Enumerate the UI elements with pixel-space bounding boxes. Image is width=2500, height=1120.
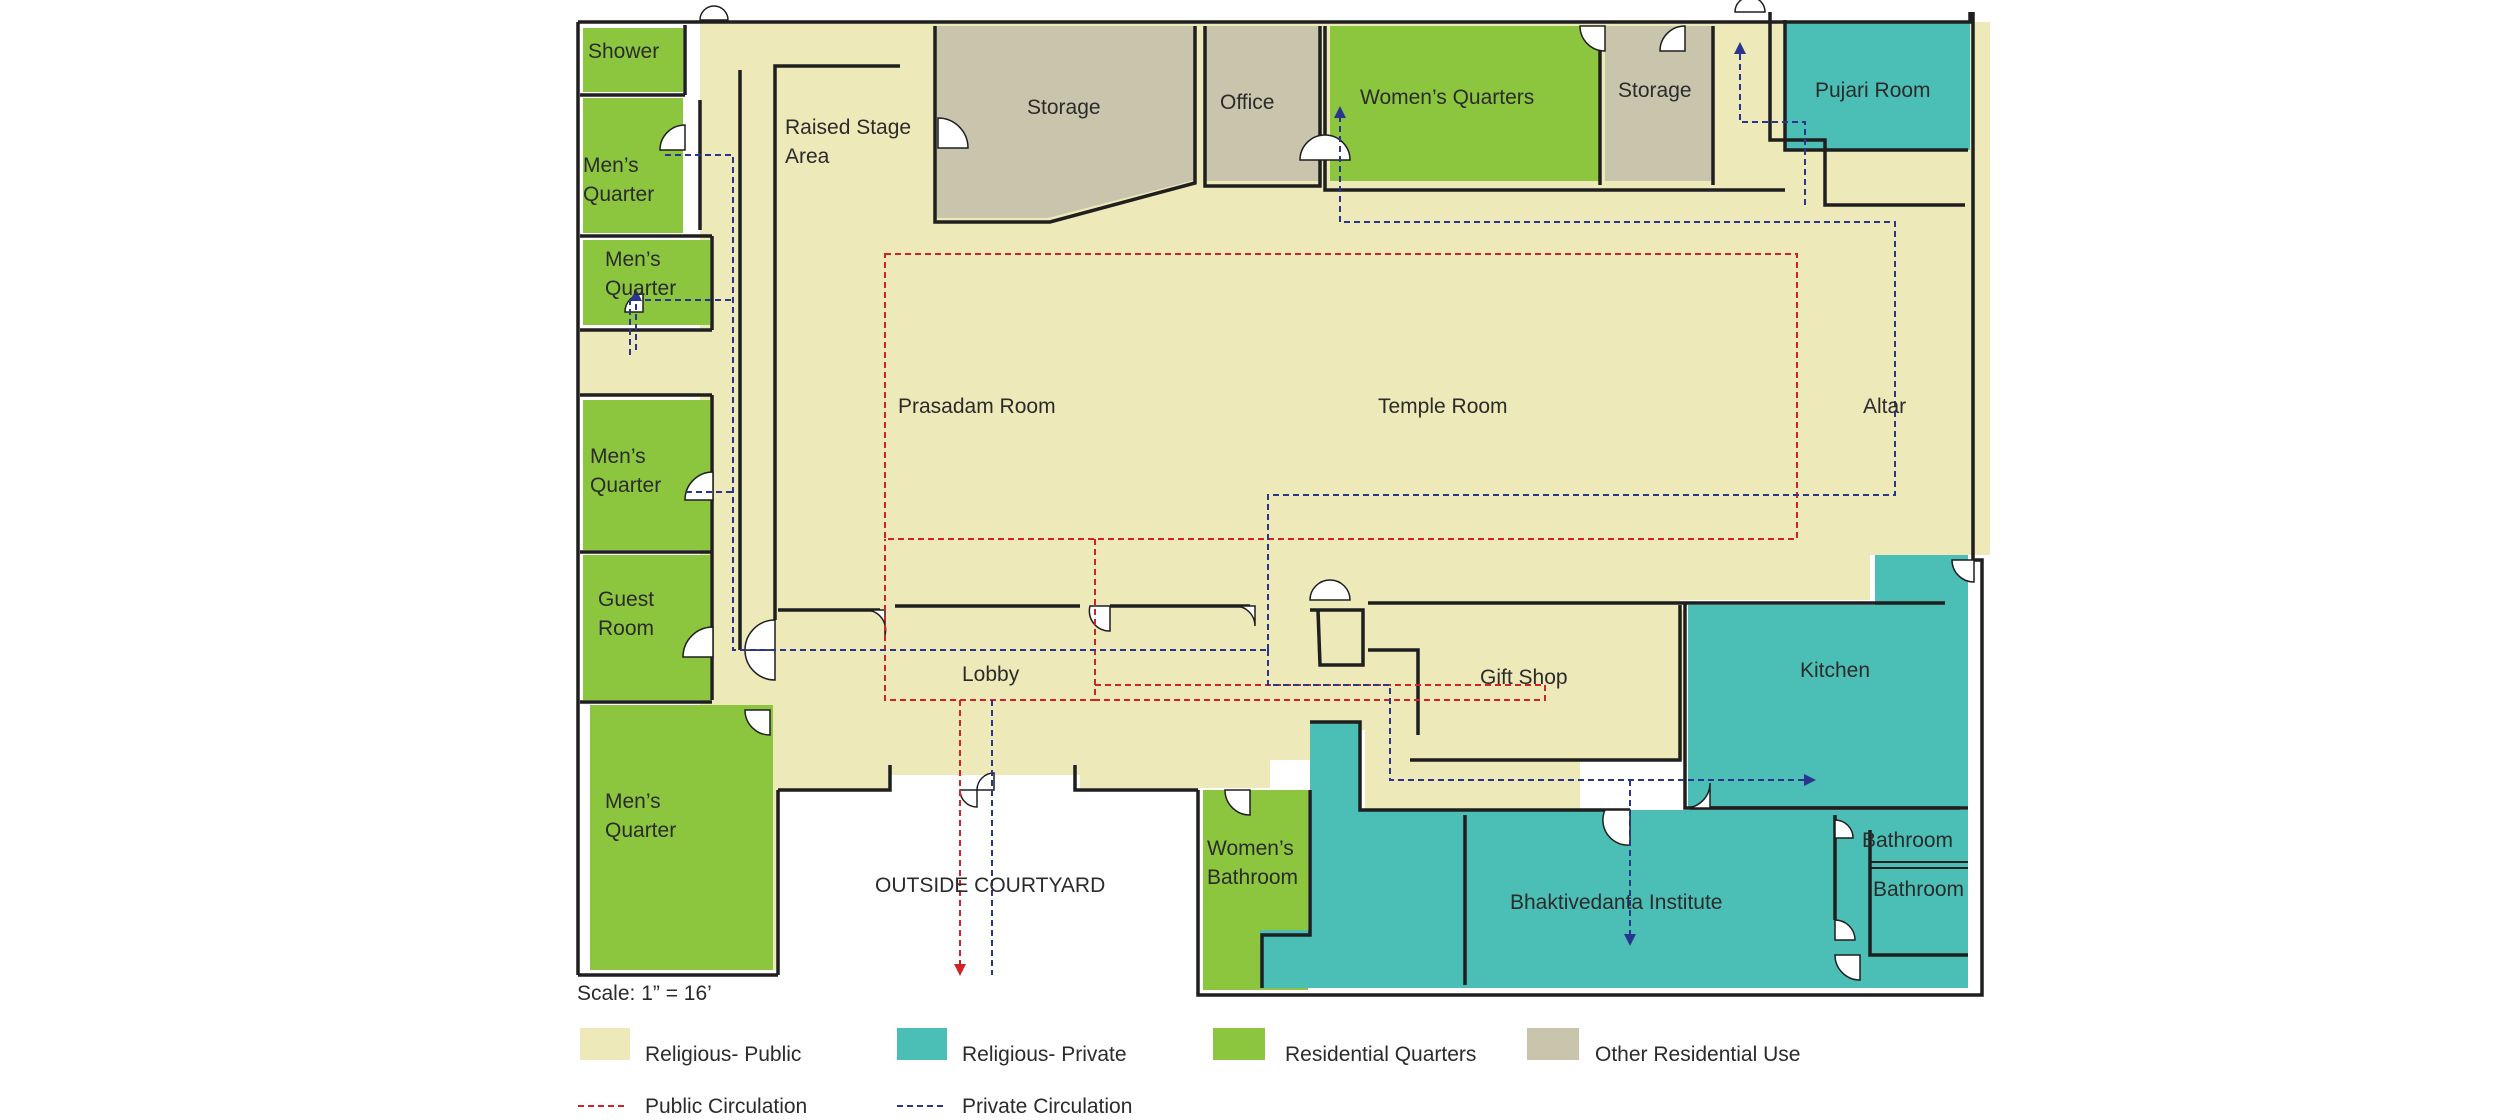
label-bathroom-2: Bathroom [1873,878,1964,901]
label-raised-stage: Raised Stage [785,116,911,139]
legend-swatch-other-residential [1527,1028,1579,1060]
scale-note: Scale: 1” = 16’ [577,982,712,1005]
label-mens-quarter-1: Quarter [583,183,654,206]
label-gift-shop: Gift Shop [1480,666,1568,689]
legend-swatch-religious-public [580,1028,630,1060]
shower-fill [583,28,683,92]
legend: Religious- Public Religious- Private Res… [578,1028,1800,1118]
label-guest-room: Room [598,617,654,640]
label-prasadam-room: Prasadam Room [898,395,1056,418]
label-mens-quarter-3: Men’s [590,445,646,468]
legend-label-other-residential-use: Other Residential Use [1595,1043,1800,1066]
bhaktivedanta-institute-fill [1260,722,1968,988]
mens-quarter-2-fill [583,240,710,325]
room-labels: Shower Men’s Quarter Men’s Quarter Men’s… [583,40,1964,914]
label-womens-bathroom: Women’s [1207,837,1294,860]
mens-quarter-1-fill [583,98,683,233]
label-raised-stage: Area [785,145,830,168]
room-fills [580,22,1990,990]
label-mens-quarter-3: Quarter [590,474,661,497]
legend-label-religious-public: Religious- Public [645,1043,801,1066]
doors [624,0,1975,981]
label-storage-1: Storage [1027,96,1101,119]
label-mens-quarter-1: Men’s [583,154,639,177]
label-pujari-room: Pujari Room [1815,79,1931,102]
mens-quarter-3-fill [583,400,710,550]
legend-label-public-circulation: Public Circulation [645,1095,807,1118]
label-temple-room: Temple Room [1378,395,1508,418]
walls [576,12,1984,997]
legend-label-residential-quarters: Residential Quarters [1285,1043,1476,1066]
storage-2-fill [1605,26,1713,181]
label-mens-quarter-2: Men’s [605,248,661,271]
guest-room-fill [583,555,710,700]
label-mens-quarter-4: Quarter [605,819,676,842]
label-shower: Shower [588,40,659,63]
label-altar: Altar [1863,395,1906,418]
storage-1-fill [935,26,1195,218]
label-womens-quarters: Women’s Quarters [1360,86,1534,109]
public-circulation-paths [884,253,1798,976]
legend-swatch-religious-private [897,1028,947,1060]
legend-swatch-residential [1213,1028,1265,1060]
legend-label-religious-private: Religious- Private [962,1043,1127,1066]
men-hall-gap [580,330,710,395]
label-mens-quarter-4: Men’s [605,790,661,813]
label-outside-courtyard: OUTSIDE COURTYARD [875,874,1105,897]
mens-quarter-4-fill [590,705,773,970]
label-office: Office [1220,91,1274,114]
label-bathroom-1: Bathroom [1862,829,1953,852]
label-guest-room: Guest [598,588,654,611]
label-storage-2: Storage [1618,79,1692,102]
pujari-room-fill [1785,22,1970,150]
label-lobby: Lobby [962,663,1020,686]
womens-quarters-fill [1330,26,1600,181]
label-womens-bathroom: Bathroom [1207,866,1298,889]
kitchen-fill [1688,555,1968,808]
label-bhaktivedanta-institute: Bhaktivedanta Institute [1510,891,1722,914]
label-kitchen: Kitchen [1800,659,1870,682]
label-mens-quarter-2: Quarter [605,277,676,300]
private-circulation-paths [629,42,1896,975]
legend-label-private-circulation: Private Circulation [962,1095,1132,1118]
